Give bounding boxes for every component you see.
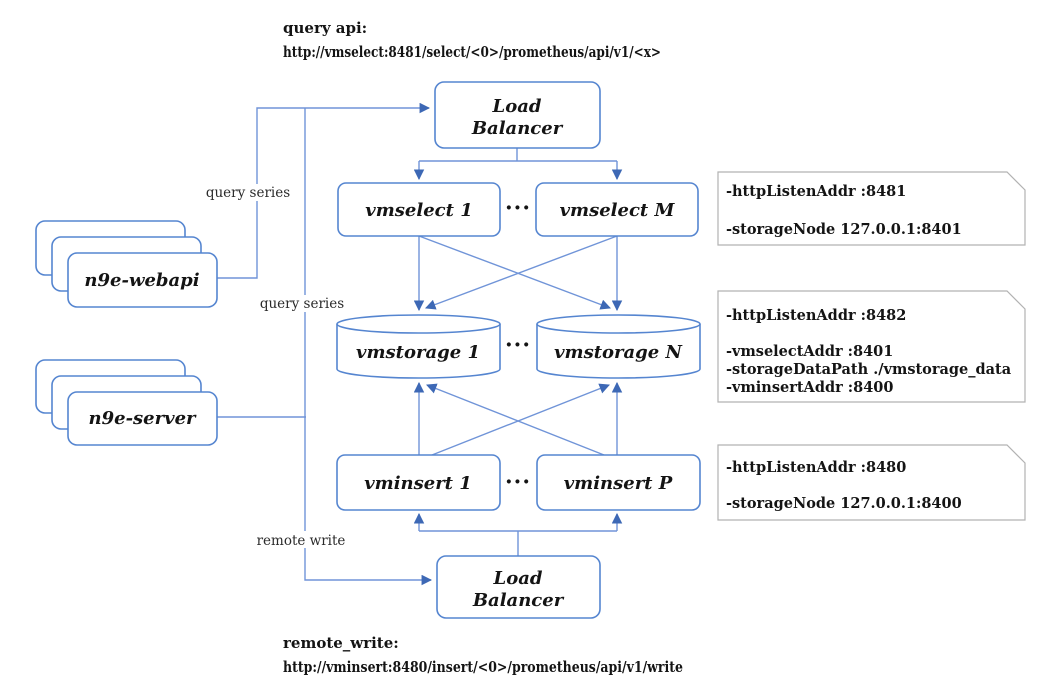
note-vmselect-config: -httpListenAddr :8481 -storageNode 127.0… <box>717 171 1026 246</box>
edge-lb-top-fanout <box>419 148 617 162</box>
lb-bottom-label-line2: Balancer <box>472 590 565 611</box>
note-vmstorage-line1: -httpListenAddr :8482 <box>726 307 906 324</box>
note-vmselect-shape <box>717 171 1026 246</box>
annotations: query api: http://vmselect:8481/select/<… <box>283 19 683 676</box>
query-series-server-bg <box>256 295 348 312</box>
remote-write-title: remote_write: <box>283 634 399 652</box>
remote-write-url: http://vminsert:8480/insert/<0>/promethe… <box>283 658 683 676</box>
node-vmselect-1: vmselect 1 <box>337 182 501 237</box>
vmstorageN-label: vmstorage N <box>554 342 683 363</box>
vminsertP-box <box>536 454 701 511</box>
lb-top-label-line2: Balancer <box>471 118 564 139</box>
vmstorageN-cylinder-body <box>536 324 701 379</box>
vmstorageN-cylinder-top <box>536 314 701 334</box>
note-vmstorage-shape <box>717 290 1026 403</box>
edge-labels: query series query series remote write <box>203 184 348 549</box>
n9e-server-stack-front <box>67 391 218 446</box>
note-vminsert-config: -httpListenAddr :8480 -storageNode 127.0… <box>717 444 1026 521</box>
node-n9e-server: n9e-server <box>35 359 218 446</box>
note-vmstorage-config: -httpListenAddr :8482 -vmselectAddr :840… <box>717 290 1026 403</box>
vminsert1-box <box>336 454 501 511</box>
query-api-title: query api: <box>283 19 367 37</box>
remote-write-label: remote write <box>257 533 346 549</box>
ellipsis-vmselect: ··· <box>505 195 531 221</box>
ellipsis-vminsert: ··· <box>505 469 531 495</box>
edge-trunk-to-lb-bottom <box>304 108 433 586</box>
note-vmstorage-line4: -vminsertAddr :8400 <box>726 379 894 396</box>
edges <box>217 102 623 586</box>
note-vminsert-shape <box>717 444 1026 521</box>
vmselect1-box <box>337 182 501 237</box>
edge-lb-bottom-fanout <box>419 530 617 556</box>
note-vmstorage-line3: -storageDataPath ./vmstorage_data <box>726 361 1012 378</box>
node-load-balancer-bottom: Load Balancer <box>436 555 601 619</box>
n9e-webapi-stack-front <box>67 252 218 308</box>
edge-vminsertP-to-vmstorage1 <box>426 383 605 456</box>
vmselect1-label: vmselect 1 <box>365 200 472 221</box>
ellipsis-vmstorage: ··· <box>505 332 531 358</box>
remote-write-bg <box>254 531 348 548</box>
node-load-balancer-top: Load Balancer <box>434 81 601 149</box>
vminsert1-label: vminsert 1 <box>364 473 472 494</box>
note-vminsert-line2: -storageNode 127.0.0.1:8400 <box>726 495 962 512</box>
edge-vmselect1-to-vmstorageN <box>418 235 611 310</box>
edge-vmselectM-to-vmstorage1 <box>425 235 618 310</box>
vmstorage1-label: vmstorage 1 <box>356 342 480 363</box>
node-vmselect-m: vmselect M <box>535 182 699 237</box>
node-vmstorage-n: vmstorage N <box>536 314 701 379</box>
vminsertP-label: vminsert P <box>564 473 673 494</box>
n9e-webapi-label: n9e-webapi <box>84 270 199 291</box>
vmstorage1-cylinder-top <box>336 314 501 334</box>
node-vmstorage-1: vmstorage 1 <box>336 314 501 379</box>
vmstorage1-cylinder-body <box>336 324 501 379</box>
vmselectM-label: vmselect M <box>560 200 676 221</box>
query-series-server-label: query series <box>260 296 344 312</box>
query-series-webapi-bg <box>203 184 295 201</box>
node-vminsert-1: vminsert 1 <box>336 454 501 511</box>
lb-top-box <box>434 81 601 149</box>
node-vminsert-p: vminsert P <box>536 454 701 511</box>
lb-top-label-line1: Load <box>492 96 542 117</box>
n9e-server-label: n9e-server <box>89 408 198 429</box>
query-series-webapi-label: query series <box>206 185 290 201</box>
edge-vminsert1-to-vmstorageN <box>431 383 610 456</box>
vmselectM-box <box>535 182 699 237</box>
node-n9e-webapi: n9e-webapi <box>35 220 218 308</box>
note-vmselect-line1: -httpListenAddr :8481 <box>726 183 906 200</box>
query-api-url: http://vmselect:8481/select/<0>/promethe… <box>283 43 661 61</box>
note-vmselect-line2: -storageNode 127.0.0.1:8401 <box>726 221 962 238</box>
lb-bottom-label-line1: Load <box>493 568 543 589</box>
lb-bottom-box <box>436 555 601 619</box>
note-vminsert-line1: -httpListenAddr :8480 <box>726 459 906 476</box>
note-vmstorage-line2: -vmselectAddr :8401 <box>726 343 893 360</box>
